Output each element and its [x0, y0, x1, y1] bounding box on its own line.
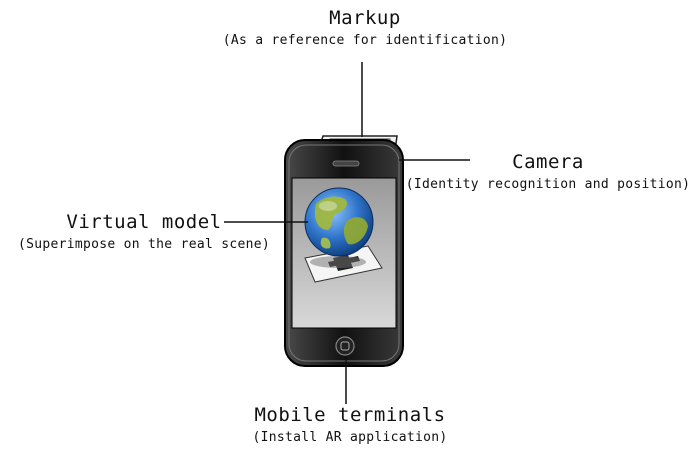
markup-title: Markup — [329, 7, 401, 29]
virtual-model-note: (Superimpose on the real scene) — [18, 237, 270, 252]
home-button-icon — [335, 336, 355, 356]
camera-title: Camera — [512, 151, 584, 173]
camera-label: Camera (Identity recognition and positio… — [400, 151, 696, 192]
virtual-model-title: Virtual model — [66, 211, 222, 233]
markup-label: Markup (As a reference for identificatio… — [205, 7, 525, 48]
earth-globe-icon — [304, 187, 374, 268]
mobile-terminals-label: Mobile terminals (Install AR application… — [215, 404, 485, 445]
markup-note: (As a reference for identification) — [222, 33, 508, 48]
leader-lines — [224, 62, 470, 404]
mobile-terminals-note: (Install AR application) — [252, 430, 448, 445]
mobile-terminals-title: Mobile terminals — [254, 404, 446, 426]
virtual-model-label: Virtual model (Superimpose on the real s… — [4, 211, 284, 252]
camera-note: (Identity recognition and position) — [405, 177, 691, 192]
